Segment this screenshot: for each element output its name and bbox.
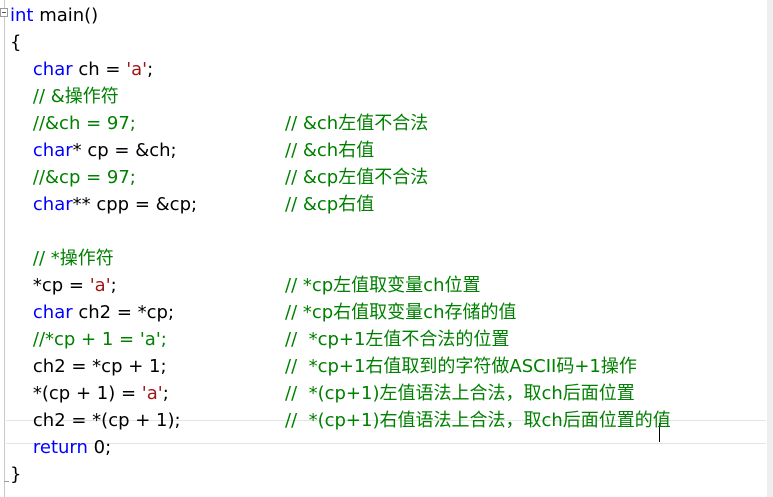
inline-comment: // &ch右值 [285, 140, 375, 161]
code-token: char [32, 59, 73, 80]
code-line[interactable]: char ch2 = *cp; // *cp右值取变量ch存储的值 [10, 300, 517, 326]
code-token: } [10, 464, 22, 485]
code-token: 'a' [126, 59, 148, 80]
code-line[interactable]: //&cp = 97; // &cp左值不合法 [10, 165, 428, 191]
inline-comment: // *(cp+1)右值语法上合法，取ch后面位置的值 [285, 410, 671, 431]
code-token: ; [162, 383, 169, 404]
code-comment: //*cp + 1 = 'a'; [10, 329, 167, 350]
code-line[interactable]: char** cpp = &cp; // &cp右值 [10, 192, 374, 218]
code-line[interactable]: { [10, 30, 21, 56]
vertical-scrollbar[interactable] [767, 0, 773, 497]
inline-comment: // &ch左值不合法 [285, 113, 429, 134]
code-token: ch2 = *cp; [72, 302, 175, 323]
inline-comment: // &cp左值不合法 [285, 167, 429, 188]
code-line[interactable]: } [10, 462, 21, 488]
code-token: { [10, 32, 22, 53]
code-line[interactable]: ch2 = *cp + 1; // *cp+1右值取到的字符做ASCII码+1操作 [10, 354, 637, 380]
inline-comment: // *cp+1左值不合法的位置 [285, 329, 510, 350]
code-line[interactable]: // *操作符 [10, 246, 114, 272]
code-comment: //&cp = 97; [10, 167, 136, 188]
code-token: main() [33, 5, 99, 26]
code-token: 0; [87, 437, 112, 458]
code-line[interactable]: int main() [10, 3, 98, 29]
code-token: *(cp + 1) = [10, 383, 142, 404]
code-token: *cp = [10, 275, 90, 296]
code-line[interactable]: //&ch = 97; // &ch左值不合法 [10, 111, 428, 137]
code-line[interactable]: char* cp = &ch; // &ch右值 [10, 138, 374, 164]
code-comment: // *操作符 [10, 248, 114, 269]
code-token: 'a' [141, 383, 163, 404]
code-line[interactable]: ch2 = *(cp + 1); // *(cp+1)右值语法上合法，取ch后面位… [10, 408, 671, 434]
code-token: return [32, 437, 88, 458]
code-token [10, 194, 33, 215]
inline-comment: // *cp+1右值取到的字符做ASCII码+1操作 [285, 356, 637, 377]
code-line[interactable]: char ch = 'a'; [10, 57, 153, 83]
code-token: ch = [72, 59, 127, 80]
code-token: * cp = &ch; [72, 140, 177, 161]
text-caret [659, 423, 660, 442]
code-comment: // &操作符 [10, 86, 119, 107]
current-line-highlight [6, 420, 766, 444]
code-token: ; [147, 59, 154, 80]
code-token: ; [110, 275, 117, 296]
code-token: ch2 = *(cp + 1); [10, 410, 181, 431]
code-line[interactable]: //*cp + 1 = 'a'; // *cp+1左值不合法的位置 [10, 327, 510, 353]
code-line[interactable]: return 0; [10, 435, 111, 461]
code-token: char [32, 140, 73, 161]
code-token [10, 437, 33, 458]
code-line[interactable]: *cp = 'a'; // *cp左值取变量ch位置 [10, 273, 481, 299]
code-token: char [32, 194, 73, 215]
collapse-toggle-icon[interactable] [0, 8, 8, 17]
code-token: ** cpp = &cp; [72, 194, 198, 215]
code-token [10, 140, 33, 161]
code-token [10, 59, 33, 80]
code-line[interactable]: *(cp + 1) = 'a'; // *(cp+1)左值语法上合法，取ch后面位… [10, 381, 635, 407]
fold-end-marker [4, 481, 9, 482]
inline-comment: // *cp左值取变量ch位置 [285, 275, 481, 296]
code-token: 'a' [89, 275, 111, 296]
code-token [10, 302, 33, 323]
inline-comment: // *cp右值取变量ch存储的值 [285, 302, 517, 323]
code-token: char [32, 302, 73, 323]
code-comment: //&ch = 97; [10, 113, 136, 134]
code-token: ch2 = *cp + 1; [10, 356, 167, 377]
inline-comment: // *(cp+1)左值语法上合法，取ch后面位置 [285, 383, 635, 404]
code-token: int [10, 5, 34, 26]
fold-guide-line [4, 0, 5, 497]
inline-comment: // &cp右值 [285, 194, 375, 215]
code-line[interactable]: // &操作符 [10, 84, 119, 110]
